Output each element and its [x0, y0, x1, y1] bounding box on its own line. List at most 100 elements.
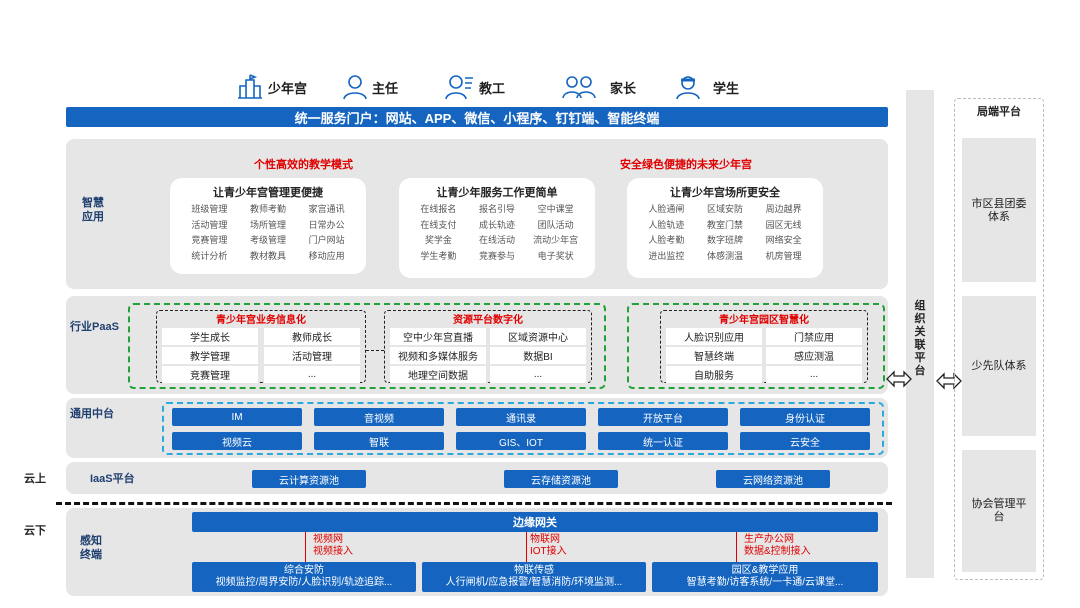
paas-item[interactable]: 教学管理 — [162, 347, 258, 364]
middle-item[interactable]: GIS、IOT — [456, 432, 586, 450]
local-platform-item[interactable] — [962, 450, 1036, 572]
paas-item[interactable]: 门禁应用 — [766, 328, 862, 345]
middle-item[interactable]: 通讯录 — [456, 408, 586, 426]
card-item[interactable]: 竞赛参与 — [478, 250, 515, 261]
card-item[interactable]: 流动少年宫 — [533, 235, 579, 245]
role-parents: 家长 — [562, 70, 636, 104]
card-item[interactable]: 场所管理 — [249, 219, 286, 230]
iaas-item[interactable]: 云计算资源池 — [252, 470, 366, 488]
card-title: 让青少年宫管理更便捷 — [213, 187, 323, 199]
sense-box-detail: 视频监控/周界安防/人脸识别/轨迹追踪... — [215, 577, 393, 588]
sense-box-detail: 人行闸机/应急报警/智慧消防/环境监测... — [445, 577, 623, 588]
building-icon — [238, 74, 262, 99]
iaas-item[interactable]: 云网络资源池 — [716, 470, 830, 488]
paas-group-resource — [384, 310, 592, 383]
local-platform-item[interactable] — [962, 138, 1036, 282]
card-item[interactable]: 成长轨迹 — [478, 219, 515, 230]
card-item[interactable]: 班级管理 — [191, 204, 228, 214]
card-item[interactable]: 人脸轨迹 — [648, 219, 685, 230]
role-label: 教工 — [479, 80, 506, 96]
card-items: 人脸通闸 区域安防 周边越界 人脸轨迹 教室门禁 园区无线 人脸考勤 数字班牌 … — [637, 203, 813, 263]
local-platform-item[interactable] — [962, 296, 1036, 436]
smart-app-label: 智慧 应用 — [82, 196, 104, 224]
sense-box-title: 综合安防 — [284, 565, 324, 576]
link-label-line: 物联网 — [530, 534, 560, 545]
middle-item[interactable]: 统一认证 — [598, 432, 728, 450]
card-item[interactable]: 在线活动 — [478, 235, 515, 245]
service-card: 让青少年服务工作更简单 在线报名 报名引导 空中课堂 在线支付 成长轨迹 团队活… — [399, 178, 595, 278]
card-item[interactable]: 移动应用 — [308, 250, 345, 261]
card-items: 在线报名 报名引导 空中课堂 在线支付 成长轨迹 团队活动 奖学金 在线活动 流… — [409, 203, 585, 263]
paas-item[interactable]: 智慧终端 — [666, 347, 762, 364]
card-item[interactable]: 进出监控 — [648, 250, 685, 261]
middle-item[interactable]: 音视频 — [314, 408, 444, 426]
paas-item[interactable]: 学生成长 — [162, 328, 258, 345]
paas-item[interactable]: 地理空间数据 — [390, 366, 486, 383]
paas-item[interactable]: 视频和多媒体服务 — [390, 347, 486, 364]
local-platform-item-label: 市区县团委 体系 — [962, 198, 1036, 224]
card-item[interactable]: 教师考勤 — [249, 204, 286, 214]
double-arrow-icon — [936, 372, 962, 395]
paas-item[interactable]: 数据BI — [490, 347, 586, 364]
card-item[interactable]: 竞赛管理 — [191, 235, 228, 245]
edge-gateway[interactable]: 边缘网关 — [192, 512, 878, 532]
card-item[interactable]: 体感测温 — [706, 250, 743, 261]
security-box[interactable]: 综合安防 视频监控/周界安防/人脸识别/轨迹追踪... — [192, 562, 416, 592]
paas-item[interactable]: 感应测温 — [766, 347, 862, 364]
middle-item[interactable]: IM — [172, 408, 302, 426]
card-item[interactable]: 周边越界 — [765, 204, 802, 214]
card-item[interactable]: 在线报名 — [420, 204, 457, 214]
card-item[interactable]: 机房管理 — [765, 250, 802, 261]
card-item[interactable]: 空中课堂 — [537, 204, 574, 214]
card-item[interactable]: 门户网站 — [308, 235, 345, 245]
paas-item[interactable]: 活动管理 — [264, 347, 360, 364]
middle-item[interactable]: 身份认证 — [740, 408, 870, 426]
card-item[interactable]: 报名引导 — [478, 204, 515, 214]
card-item[interactable]: 园区无线 — [765, 219, 802, 230]
iot-sensing-box[interactable]: 物联传感 人行闸机/应急报警/智慧消防/环境监测... — [422, 562, 646, 592]
card-item[interactable]: 考级管理 — [249, 235, 286, 245]
paas-item[interactable]: ... — [264, 366, 360, 383]
card-item[interactable]: 奖学金 — [424, 235, 452, 245]
paas-item[interactable]: ... — [766, 366, 862, 383]
card-item[interactable]: 网络安全 — [765, 235, 802, 245]
paas-green-group-right — [627, 303, 885, 389]
local-platform-item-label: 少先队体系 — [971, 360, 1027, 372]
paas-item[interactable]: 自助服务 — [666, 366, 762, 383]
card-item[interactable]: 教室门禁 — [706, 219, 743, 230]
card-item[interactable]: 在线支付 — [420, 219, 457, 230]
paas-item[interactable]: 竞赛管理 — [162, 366, 258, 383]
paas-item[interactable]: 空中少年宫直播 — [390, 328, 486, 345]
card-item[interactable]: 统计分析 — [191, 250, 228, 261]
card-item[interactable]: 学生考勤 — [420, 250, 457, 261]
card-item[interactable]: 区域安防 — [706, 204, 743, 214]
iaas-item[interactable]: 云存储资源池 — [504, 470, 618, 488]
card-item[interactable]: 家宫通讯 — [308, 204, 345, 214]
link-line — [736, 532, 737, 562]
card-item[interactable]: 电子奖状 — [537, 250, 574, 261]
paas-label: 行业PaaS — [70, 321, 119, 333]
paas-item[interactable]: ... — [490, 366, 586, 383]
middle-item[interactable]: 开放平台 — [598, 408, 728, 426]
middle-item[interactable]: 云安全 — [740, 432, 870, 450]
local-platform-item-line: 协会管理平 — [971, 498, 1027, 510]
paas-item[interactable]: 区域资源中心 — [490, 328, 586, 345]
card-item[interactable]: 人脸考勤 — [648, 235, 685, 245]
card-item[interactable]: 数字班牌 — [706, 235, 743, 245]
iaas-label: IaaS平台 — [90, 473, 135, 485]
paas-item[interactable]: 教师成长 — [264, 328, 360, 345]
card-item[interactable]: 活动管理 — [191, 219, 228, 230]
middle-item[interactable]: 视频云 — [172, 432, 302, 450]
role-director: 主任 — [342, 70, 398, 104]
card-item[interactable]: 日常办公 — [308, 219, 345, 230]
card-item[interactable]: 团队活动 — [537, 219, 574, 230]
middle-item[interactable]: 智联 — [314, 432, 444, 450]
card-item[interactable]: 教材教具 — [249, 250, 286, 261]
smart-app-label-line: 应用 — [82, 211, 104, 223]
smart-app-red-right: 安全绿色便捷的未来少年宫 — [620, 159, 752, 171]
paas-item[interactable]: 人脸识别应用 — [666, 328, 762, 345]
card-item[interactable]: 人脸通闸 — [648, 204, 685, 214]
perception-label-line: 终端 — [80, 549, 102, 561]
campus-app-box[interactable]: 园区&教学应用 智慧考勤/访客系统/一卡通/云课堂... — [652, 562, 878, 592]
paas-group-campus — [660, 310, 868, 383]
